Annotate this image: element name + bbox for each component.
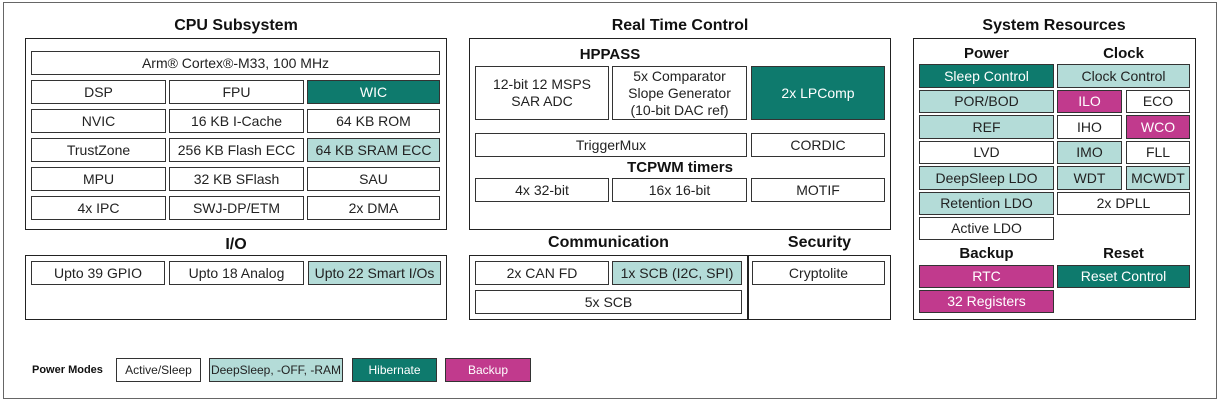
swj-block: SWJ-DP/ETM xyxy=(169,196,304,220)
cordic-block: CORDIC xyxy=(751,133,885,157)
adc-block: 12-bit 12 MSPS SAR ADC xyxy=(475,66,609,120)
canfd-block: 2x CAN FD xyxy=(475,261,609,285)
registers-block: 32 Registers xyxy=(919,290,1054,313)
mcwdt-block: MCWDT xyxy=(1126,166,1190,190)
imo-block: IMO xyxy=(1057,141,1122,164)
tcpwm-title: TCPWM timers xyxy=(627,159,733,176)
motif-block: MOTIF xyxy=(751,178,885,202)
diagram-frame xyxy=(3,2,1217,399)
power-title: Power xyxy=(963,45,1009,62)
cpu-subsystem-title: CPU Subsystem xyxy=(174,17,298,34)
wic-block: WIC xyxy=(307,80,440,104)
gpio-block: Upto 39 GPIO xyxy=(31,261,165,285)
lvd-block: LVD xyxy=(919,141,1054,164)
eco-block: ECO xyxy=(1126,90,1190,113)
communication-title: Communication xyxy=(548,234,669,251)
cpu-core-block: Arm® Cortex®-M33, 100 MHz xyxy=(31,51,440,75)
fpu-block: FPU xyxy=(169,80,304,104)
legend-hibernate: Hibernate xyxy=(352,358,437,382)
reset-title: Reset xyxy=(1103,245,1144,262)
scb-i2c-spi-block: 1x SCB (I2C, SPI) xyxy=(612,261,742,285)
security-section xyxy=(748,255,891,320)
analog-block: Upto 18 Analog xyxy=(169,261,304,285)
ilo-block: ILO xyxy=(1057,90,1122,113)
clock-control-block: Clock Control xyxy=(1057,64,1190,88)
icache-block: 16 KB I-Cache xyxy=(169,109,304,133)
legend-backup: Backup xyxy=(445,358,531,382)
mpu-block: MPU xyxy=(31,167,166,191)
hppass-title: HPPASS xyxy=(579,46,641,63)
active-ldo-block: Active LDO xyxy=(919,217,1054,240)
security-title: Security xyxy=(787,234,852,251)
ipc-block: 4x IPC xyxy=(31,196,166,220)
clock-title: Clock xyxy=(1103,45,1144,62)
dpll-block: 2x DPLL xyxy=(1057,192,1190,215)
io-section xyxy=(25,255,447,320)
rom-block: 64 KB ROM xyxy=(307,109,440,133)
cryptolite-block: Cryptolite xyxy=(752,261,885,285)
smart-io-block: Upto 22 Smart I/Os xyxy=(308,261,441,285)
sflash-block: 32 KB SFlash xyxy=(169,167,304,191)
real-time-control-section xyxy=(469,38,891,230)
lpcomp-block: 2x LPComp xyxy=(751,66,885,120)
legend-deepsleep: DeepSleep, -OFF, -RAM xyxy=(209,358,343,382)
deepsleep-ldo-block: DeepSleep LDO xyxy=(919,166,1054,190)
retention-ldo-block: Retention LDO xyxy=(919,192,1054,215)
ref-block: REF xyxy=(919,115,1054,139)
iho-block: IHO xyxy=(1057,115,1122,139)
backup-title: Backup xyxy=(959,245,1014,262)
sau-block: SAU xyxy=(307,167,440,191)
io-title: I/O xyxy=(225,236,247,253)
communication-section xyxy=(469,255,748,320)
system-resources-section xyxy=(913,38,1196,320)
cpu-subsystem-section xyxy=(25,38,447,230)
legend-active-sleep: Active/Sleep xyxy=(116,358,201,382)
por-bod-block: POR/BOD xyxy=(919,90,1054,113)
real-time-control-title: Real Time Control xyxy=(611,17,749,34)
rtc-block: RTC xyxy=(919,265,1054,288)
system-resources-title: System Resources xyxy=(982,17,1126,34)
fll-block: FLL xyxy=(1126,141,1190,164)
dma-block: 2x DMA xyxy=(307,196,440,220)
trustzone-block: TrustZone xyxy=(31,138,166,162)
wco-block: WCO xyxy=(1126,115,1190,139)
sleep-control-block: Sleep Control xyxy=(919,64,1054,88)
comparator-block: 5x Comparator Slope Generator (10-bit DA… xyxy=(612,66,747,120)
nvic-block: NVIC xyxy=(31,109,166,133)
dsp-block: DSP xyxy=(31,80,166,104)
legend-label: Power Modes xyxy=(32,364,103,376)
sram-block: 64 KB SRAM ECC xyxy=(307,138,440,162)
wdt-block: WDT xyxy=(1057,166,1122,190)
triggermux-block: TriggerMux xyxy=(475,133,747,157)
scb5-block: 5x SCB xyxy=(475,290,742,314)
reset-control-block: Reset Control xyxy=(1057,265,1190,288)
timer32-block: 4x 32-bit xyxy=(475,178,609,202)
timer16-block: 16x 16-bit xyxy=(612,178,747,202)
flash-block: 256 KB Flash ECC xyxy=(169,138,304,162)
